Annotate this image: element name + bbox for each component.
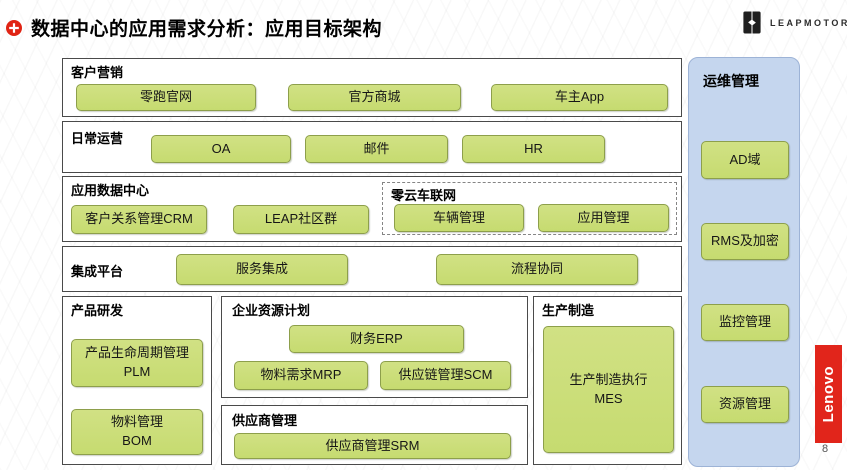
node-hr: HR bbox=[462, 135, 605, 163]
subsection-label: 零云车联网 bbox=[391, 188, 457, 203]
lenovo-logo: Lenovo bbox=[815, 345, 842, 443]
page-title-row: 数据中心的应用需求分析：应用目标架构 bbox=[6, 14, 382, 41]
subsection-leap-cloud-iov: 零云车联网 车辆管理 应用管理 bbox=[382, 182, 677, 235]
section-ops-mgmt: 运维管理 AD域 RMS及加密 监控管理 资源管理 bbox=[688, 57, 800, 467]
section-label: 产品研发 bbox=[71, 303, 124, 318]
node-rms-encryption: RMS及加密 bbox=[701, 223, 789, 260]
section-label: 日常运营 bbox=[71, 131, 124, 146]
node-plm: 产品生命周期管理 PLM bbox=[71, 339, 203, 387]
section-integration-platform: 集成平台 服务集成 流程协同 bbox=[62, 246, 682, 292]
node-official-website: 零跑官网 bbox=[76, 84, 256, 111]
node-mrp: 物料需求MRP bbox=[234, 361, 368, 390]
node-leap-community: LEAP社区群 bbox=[233, 205, 369, 234]
section-label: 应用数据中心 bbox=[71, 183, 150, 198]
section-manufacturing: 生产制造 生产制造执行 MES bbox=[533, 296, 682, 465]
section-app-data-center: 应用数据中心 客户关系管理CRM LEAP社区群 零云车联网 车辆管理 应用管理 bbox=[62, 176, 682, 242]
node-app-mgmt: 应用管理 bbox=[538, 204, 669, 232]
node-srm: 供应商管理SRM bbox=[234, 433, 511, 459]
section-label: 生产制造 bbox=[542, 303, 595, 318]
page-number: 8 bbox=[822, 443, 829, 455]
node-monitoring: 监控管理 bbox=[701, 304, 789, 341]
lenovo-wordmark: Lenovo bbox=[820, 365, 837, 423]
section-erp: 企业资源计划 财务ERP 物料需求MRP 供应链管理SCM bbox=[221, 296, 528, 398]
section-label: 运维管理 bbox=[703, 73, 759, 89]
node-process-collaboration: 流程协同 bbox=[436, 254, 638, 285]
node-resource-mgmt: 资源管理 bbox=[701, 386, 789, 423]
node-mes: 生产制造执行 MES bbox=[543, 326, 674, 453]
page-title: 数据中心的应用需求分析：应用目标架构 bbox=[31, 19, 383, 40]
node-vehicle-mgmt: 车辆管理 bbox=[394, 204, 524, 232]
node-service-integration: 服务集成 bbox=[176, 254, 348, 285]
section-label: 企业资源计划 bbox=[232, 303, 311, 318]
leapmotor-logo: LEAPMOTOR bbox=[742, 10, 847, 35]
section-supplier-mgmt: 供应商管理 供应商管理SRM bbox=[221, 405, 528, 465]
section-label: 集成平台 bbox=[71, 264, 124, 279]
section-daily-operations: 日常运营 OA 邮件 HR bbox=[62, 121, 682, 173]
node-official-mall: 官方商城 bbox=[288, 84, 461, 111]
node-scm: 供应链管理SCM bbox=[380, 361, 511, 390]
node-oa: OA bbox=[151, 135, 291, 163]
section-customer-marketing: 客户营销 零跑官网 官方商城 车主App bbox=[62, 58, 682, 117]
node-owner-app: 车主App bbox=[491, 84, 668, 111]
section-product-rd: 产品研发 产品生命周期管理 PLM 物料管理 BOM bbox=[62, 296, 212, 465]
node-finance-erp: 财务ERP bbox=[289, 325, 464, 353]
section-label: 供应商管理 bbox=[232, 413, 298, 428]
leapmotor-logo-icon bbox=[743, 11, 761, 34]
section-label: 客户营销 bbox=[71, 65, 124, 80]
plus-badge-icon bbox=[6, 19, 22, 36]
node-bom: 物料管理 BOM bbox=[71, 409, 203, 455]
node-crm: 客户关系管理CRM bbox=[71, 205, 207, 234]
node-ad-domain: AD域 bbox=[701, 141, 789, 179]
leapmotor-wordmark: LEAPMOTOR bbox=[770, 17, 847, 28]
node-email: 邮件 bbox=[305, 135, 448, 163]
